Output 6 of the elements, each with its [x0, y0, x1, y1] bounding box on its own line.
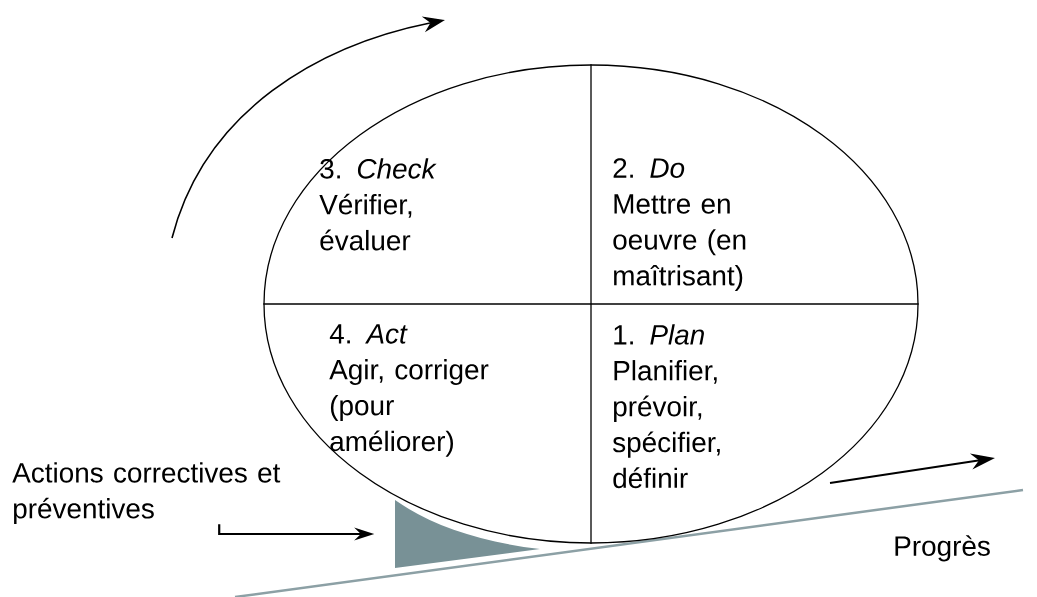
quadrant-text: 1. Plan Planifier, prévoir, spécifier, définir	[613, 324, 720, 489]
quadrant-text: 2. Do Mettre en oeuvre (en maîtrisant)	[613, 158, 746, 292]
quadrant-text: 4. Act Agir, corriger (pour améliorer)	[329, 324, 489, 457]
quadrant-text: 3. Check Vérifier, évaluer	[319, 158, 437, 251]
note-text: Actions correctives et préventives	[12, 462, 281, 525]
axis-label: Progrès	[895, 535, 990, 562]
